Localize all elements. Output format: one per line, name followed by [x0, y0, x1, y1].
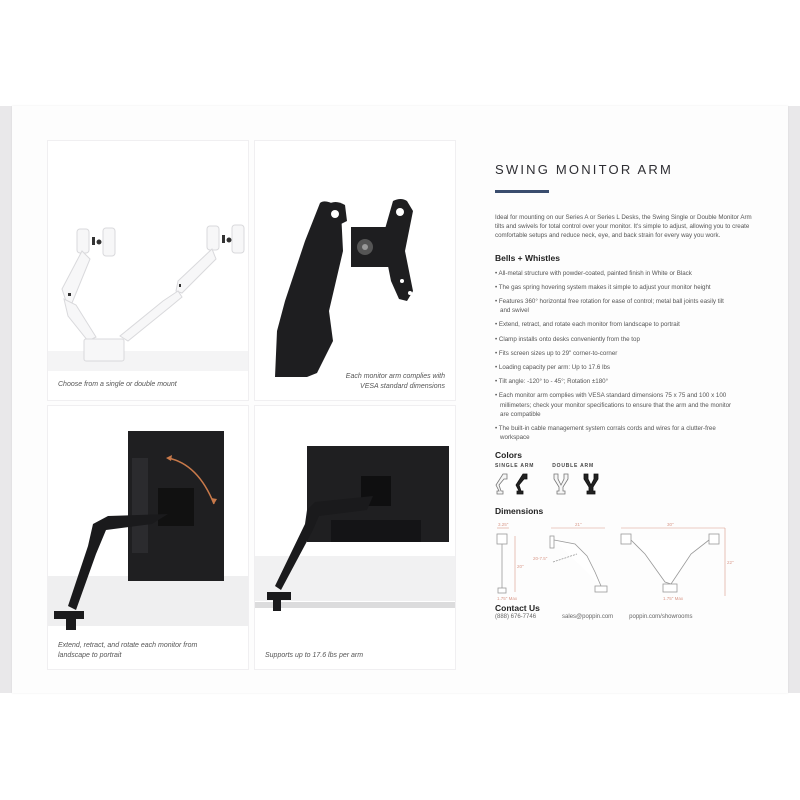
- product-info: SWING MONITOR ARM Ideal for mounting on …: [495, 156, 775, 620]
- gallery-card-vesa: Each monitor arm complies with VESA stan…: [254, 140, 456, 401]
- black-vesa-plate-image: [275, 199, 413, 377]
- dim-height-single: 20": [517, 564, 524, 569]
- desk-edge: [255, 602, 455, 608]
- feature-item: Loading capacity per arm: Up to 17.6 lbs: [495, 363, 735, 372]
- caption-capacity: Supports up to 17.6 lbs per arm: [265, 652, 364, 659]
- double-arm-black-icon: [583, 474, 599, 495]
- feature-item: Tilt angle: -120° to - 45°; Rotation ±18…: [495, 377, 735, 386]
- gallery-card-double-mount: Choose from a single or double mount: [47, 140, 249, 401]
- single-arm-colors: SINGLE ARM: [495, 463, 534, 496]
- dimensions-drawing: 3.25" 20" 1.75" Max 21" 20-7.5" 30" 22" …: [496, 522, 734, 601]
- colors-heading: Colors: [495, 450, 522, 461]
- contact-email[interactable]: sales@poppin.com: [562, 614, 614, 621]
- caption-double-mount: Choose from a single or double mount: [58, 381, 177, 388]
- page-title: SWING MONITOR ARM: [495, 162, 673, 177]
- features-heading: Bells + Whistles: [495, 252, 560, 263]
- dim-reach: 21": [575, 522, 582, 527]
- contact-heading: Contact Us: [495, 603, 540, 614]
- dim-base-double: 1.75" Max: [663, 596, 684, 601]
- gallery-card-capacity: Supports up to 17.6 lbs per arm: [254, 405, 456, 670]
- dim-base-single: 1.75" Max: [497, 596, 518, 601]
- dim-height-double: 22": [727, 560, 734, 565]
- feature-item: The built-in cable management system cor…: [495, 424, 735, 442]
- dimensions-heading: Dimensions: [495, 506, 544, 517]
- dim-height-range: 20-7.5": [533, 556, 548, 561]
- feature-item: Clamp installs onto desks conveniently f…: [495, 335, 735, 344]
- single-arm-label: SINGLE ARM: [495, 463, 535, 470]
- intro-paragraph: Ideal for mounting on our Series A or Se…: [495, 214, 752, 240]
- viewer-frame-right: [788, 106, 800, 693]
- white-double-arm-image: [61, 224, 245, 362]
- landscape-monitor-image: [267, 446, 449, 611]
- dim-top-width: 3.25": [498, 522, 509, 527]
- feature-item: The gas spring hovering system makes it …: [495, 283, 735, 292]
- double-arm-swatches: [552, 472, 606, 496]
- color-options: SINGLE ARM DOUBLE ARM: [495, 463, 775, 496]
- caption-vesa: Each monitor arm complies with VESA stan…: [345, 372, 445, 392]
- double-arm-colors: DOUBLE ARM: [552, 463, 606, 496]
- contact-website[interactable]: poppin.com/showrooms: [629, 614, 693, 621]
- feature-item: All-metal structure with powder-coated, …: [495, 269, 735, 278]
- double-arm-white-icon: [553, 474, 569, 495]
- features-list: All-metal structure with powder-coated, …: [495, 269, 775, 443]
- feature-item: Features 360° horizontal free rotation f…: [495, 297, 735, 315]
- portrait-monitor-image: [54, 431, 224, 630]
- double-arm-label: DOUBLE ARM: [552, 463, 594, 470]
- single-arm-black-icon: [515, 474, 528, 495]
- dimensions-diagram: 3.25" 20" 1.75" Max 21" 20-7.5" 30" 22" …: [495, 520, 775, 605]
- single-arm-swatches: [495, 472, 534, 496]
- feature-item: Fits screen sizes up to 29" corner-to-co…: [495, 349, 735, 358]
- viewer-frame-left: [0, 106, 12, 693]
- feature-item: Each monitor arm complies with VESA stan…: [495, 391, 735, 419]
- feature-item: Extend, retract, and rotate each monitor…: [495, 320, 735, 329]
- brochure-page: Choose from a single or double mount Eac…: [12, 106, 788, 693]
- contact-phone[interactable]: (888) 676-7746: [495, 614, 537, 621]
- title-underline: [495, 190, 549, 193]
- contact-info: (888) 676-7746 sales@poppin.com poppin.c…: [495, 614, 775, 620]
- caption-rotate: Extend, retract, and rotate each monitor…: [58, 642, 198, 659]
- dim-span-double: 30": [667, 522, 674, 527]
- caption-vesa-text: Each monitor arm complies with VESA stan…: [345, 373, 445, 390]
- gallery-card-rotate: Extend, retract, and rotate each monitor…: [47, 405, 249, 670]
- single-arm-white-icon: [495, 474, 508, 495]
